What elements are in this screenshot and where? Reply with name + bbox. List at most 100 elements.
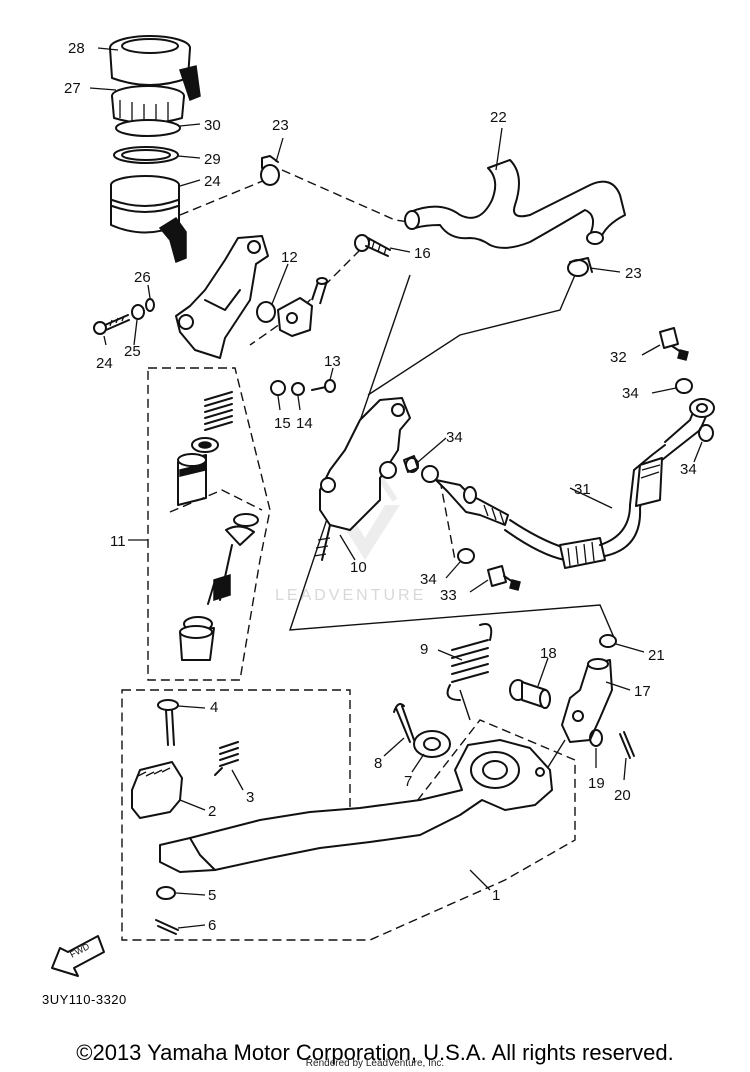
callout-31: 30 [204,117,221,134]
o-ring-12 [256,301,276,323]
cotter-pin-6 [155,919,179,935]
cotter-pin-20 [619,731,635,759]
callout-30: 29 [204,151,221,168]
grommet-27 [145,298,155,312]
washer-26 [131,304,145,320]
callout-numbers: 28 27 30 29 24 23 22 23 16 12 26 25 24 1… [64,40,697,934]
diagram-code: 3UY110-3320 [42,992,127,1007]
washer-34d [457,548,475,564]
bolt-25 [93,314,130,335]
watermark-text: LEADVENTURE [275,587,426,604]
piston-11c [177,453,207,506]
bolt-16 [354,234,391,257]
callout-2: 2 [208,803,216,820]
callout-27: 26 [134,269,151,286]
callout-14: 14 [296,415,313,432]
callout-26: 25 [124,343,141,360]
callout-29: 28 [68,40,85,57]
reservoir-plate-31 [115,119,181,137]
return-spring-9 [446,623,493,701]
washer-19 [589,729,603,747]
hose-clamp-23a [260,155,280,186]
banjo-bolt-union [421,465,509,526]
hose-clamp-23b [567,257,593,277]
callout-22: 22 [490,109,507,126]
callout-6: 6 [208,917,216,934]
pedal-tip-2 [131,761,183,819]
callout-16: 16 [414,245,431,262]
reservoir-diaphragm-28 [111,85,185,124]
washer-34a [405,457,419,473]
master-cylinder-body-upper [175,235,269,359]
union-bolt-33b [487,565,521,591]
spring-11a [204,391,233,431]
screw-13 [311,379,336,393]
piston-cup-11b [191,437,219,453]
rendered-by-text: Rendered by LeadVenture, Inc. [305,1058,445,1069]
callout-32: 31 [574,481,591,498]
callout-20: 20 [614,787,631,804]
callout-28: 27 [64,80,81,97]
callout-11: 11 [110,533,126,550]
callout-21: 21 [648,647,665,664]
callout-19: 19 [588,775,605,792]
hose-clamp-line-23a [281,169,411,223]
cotter-pin-8 [393,703,415,743]
callout-33b: 33 [440,587,457,604]
callout-9: 9 [420,641,428,658]
copyright-text: ©2013 Yamaha Motor Corporation, U.S.A. A… [76,1040,674,1065]
callout-13: 13 [324,353,341,370]
callout-15: 15 [274,415,291,432]
callout-4: 4 [210,699,218,716]
pedal-spring-line [459,689,471,721]
callout-7: 7 [404,773,412,790]
clevis-pin-18 [509,679,551,709]
reservoir-hose-22 [404,159,626,249]
master-cylinder-10 [313,397,419,561]
callout-34b: 34 [622,385,639,402]
washer-14 [291,382,305,396]
callout-23a: 23 [272,117,289,134]
callout-34d: 34 [420,571,437,588]
washer-34c [698,424,714,442]
group-1-outline [121,689,576,941]
callout-18: 18 [540,645,557,662]
callout-12: 12 [281,249,298,266]
tip-pin-4 [157,699,179,746]
callout-25: 24 [96,355,113,372]
tip-spring-3 [214,741,239,776]
reservoir-line [179,177,271,216]
callout-33a: 32 [610,349,627,366]
group-11-outline [147,367,271,681]
callout-17: 17 [634,683,651,700]
callout-34c: 34 [680,461,697,478]
reservoir-tank-24 [110,175,187,264]
callout-34a: 34 [446,429,463,446]
washer-5 [156,886,176,900]
reservoir-cap-29 [109,35,201,101]
push-rod-11d [207,513,259,605]
callout-24: 24 [204,173,221,190]
washer-7 [413,730,451,758]
callout-1: 1 [492,887,500,904]
fwd-arrow-icon: FWD [51,935,105,977]
clamp-23b-line [367,274,576,396]
clevis-17 [561,658,613,743]
boot-11e [179,616,215,661]
group-11-inner-line [169,489,263,513]
callout-10: 10 [350,559,367,576]
nut-21 [599,634,617,648]
union-bolt-33a [659,327,689,361]
cylinder-mount-line [289,274,616,641]
callout-23b: 23 [625,265,642,282]
washer-15 [270,380,286,396]
reservoir-ring-30 [113,146,179,164]
washer-34b [675,378,693,394]
callout-3: 3 [246,789,254,806]
brake-hose-32 [504,398,715,569]
callout-8: 8 [374,755,382,772]
leader-lines [89,47,703,929]
callout-5: 5 [208,887,216,904]
brake-pedal-1 [159,739,553,873]
